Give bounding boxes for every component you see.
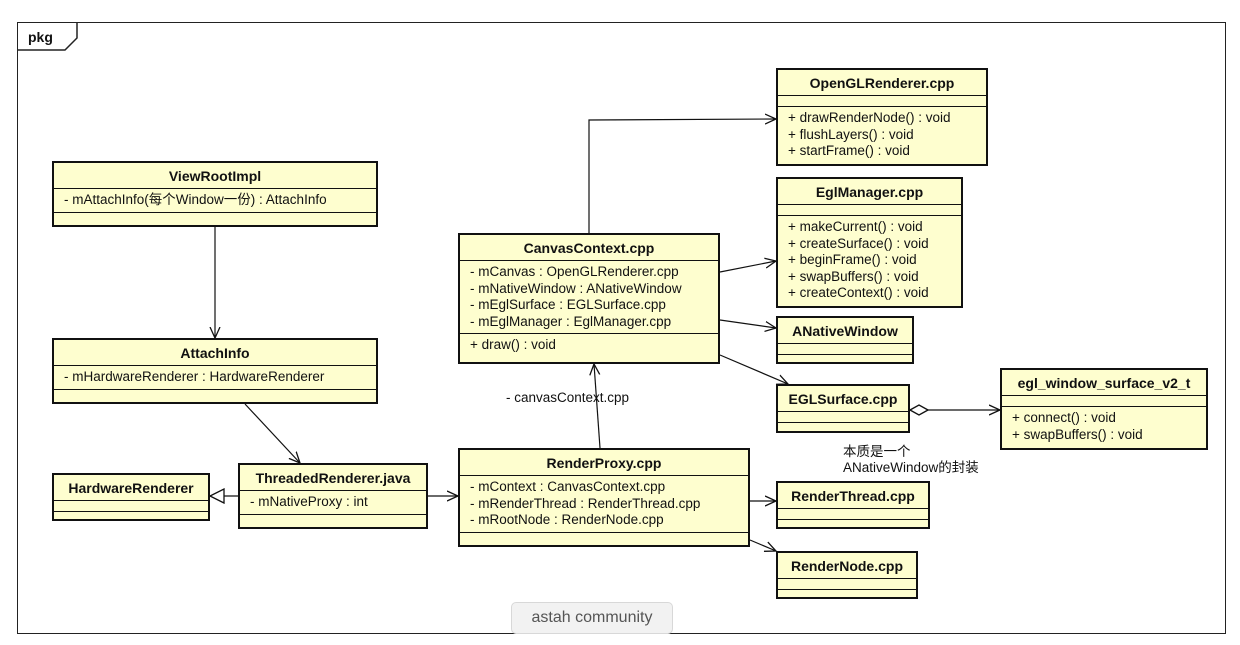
class-name: AttachInfo <box>54 340 376 366</box>
operations-section <box>240 515 426 525</box>
class-openglrenderer: OpenGLRenderer.cpp + drawRenderNode() : … <box>776 68 988 166</box>
operations-section <box>778 423 908 433</box>
class-name: RenderProxy.cpp <box>460 450 748 476</box>
class-name: egl_window_surface_v2_t <box>1002 370 1206 396</box>
operations-section <box>778 355 912 365</box>
operation: + flushLayers() : void <box>788 126 914 142</box>
edge-renderproxy-canvas <box>594 364 601 449</box>
edge-attachinfo-threaded <box>244 403 300 463</box>
operation: + makeCurrent() : void <box>788 219 923 234</box>
operations-section <box>460 533 748 543</box>
association-role-label: - canvasContext.cpp <box>506 390 630 405</box>
class-anativewindow: ANativeWindow <box>776 316 914 364</box>
class-name: RenderNode.cpp <box>778 553 916 579</box>
package-label: pkg <box>28 29 53 45</box>
operations-section <box>778 590 916 600</box>
attributes-section <box>778 412 908 423</box>
operation: + draw() : void <box>470 337 556 352</box>
class-canvascontext: CanvasContext.cpp - mCanvas : OpenGLRend… <box>458 233 720 364</box>
class-name: ANativeWindow <box>778 318 912 344</box>
attributes-section: - mAttachInfo(每个Window一份) : AttachInfo <box>54 189 376 213</box>
operation: + createContext() : void <box>788 285 929 300</box>
operation: + swapBuffers() : void <box>1012 426 1143 442</box>
class-rendernode: RenderNode.cpp <box>776 551 918 599</box>
operation: + connect() : void <box>1012 410 1116 425</box>
attributes-section <box>778 579 916 590</box>
package-tab <box>17 22 78 51</box>
operation: + createSurface() : void <box>788 235 929 251</box>
operations-section <box>54 512 208 522</box>
attributes-section: - mCanvas : OpenGLRenderer.cpp - mNative… <box>460 261 718 334</box>
operations-section <box>54 213 376 223</box>
operation: + beginFrame() : void <box>788 252 917 267</box>
attributes-section <box>778 96 986 107</box>
attribute: - mContext : CanvasContext.cpp <box>470 479 666 494</box>
attribute: - mNativeWindow : ANativeWindow <box>470 280 682 296</box>
class-name: EGLSurface.cpp <box>778 386 908 412</box>
attribute: - mNativeProxy : int <box>250 494 368 509</box>
operations-section: + drawRenderNode() : void + flushLayers(… <box>778 107 986 163</box>
attribute: - mAttachInfo(每个Window一份) : AttachInfo <box>64 192 327 207</box>
edge-canvas-eglsurface <box>719 354 788 384</box>
attributes-section <box>778 205 961 216</box>
class-name: HardwareRenderer <box>54 475 208 501</box>
attribute: - mRenderThread : RenderThread.cpp <box>470 495 701 511</box>
watermark-badge: astah community <box>511 602 673 634</box>
class-renderthread: RenderThread.cpp <box>776 481 930 529</box>
operations-section <box>778 520 928 530</box>
operation: + swapBuffers() : void <box>788 268 919 284</box>
attribute: - mHardwareRenderer : HardwareRenderer <box>64 369 325 384</box>
class-name: ViewRootImpl <box>54 163 376 189</box>
class-eglmanager: EglManager.cpp + makeCurrent() : void + … <box>776 177 963 308</box>
operations-section <box>54 390 376 400</box>
attribute: - mCanvas : OpenGLRenderer.cpp <box>470 264 679 279</box>
class-name: ThreadedRenderer.java <box>240 465 426 491</box>
attribute: - mEglSurface : EGLSurface.cpp <box>470 297 666 312</box>
class-name: RenderThread.cpp <box>778 483 928 509</box>
class-eglsurface: EGLSurface.cpp <box>776 384 910 433</box>
attribute: - mEglManager : EglManager.cpp <box>470 313 672 329</box>
class-hardwarerenderer: HardwareRenderer <box>52 473 210 521</box>
class-name: OpenGLRenderer.cpp <box>778 70 986 96</box>
attributes-section: - mHardwareRenderer : HardwareRenderer <box>54 366 376 390</box>
attributes-section <box>54 501 208 512</box>
attributes-section: - mNativeProxy : int <box>240 491 426 515</box>
edge-canvas-anativewindow <box>719 319 776 328</box>
class-egl-window-surface-v2-t: egl_window_surface_v2_t + connect() : vo… <box>1000 368 1208 450</box>
edge-renderproxy-rendernode <box>749 539 776 551</box>
operation: + startFrame() : void <box>788 143 910 158</box>
eglsurface-note: 本质是一个 ANativeWindow的封装 <box>843 444 979 475</box>
attribute: - mRootNode : RenderNode.cpp <box>470 512 664 527</box>
attributes-section <box>1002 396 1206 407</box>
operations-section: + makeCurrent() : void + createSurface()… <box>778 216 961 305</box>
operations-section: + connect() : void + swapBuffers() : voi… <box>1002 407 1206 446</box>
attributes-section <box>778 509 928 520</box>
class-attachinfo: AttachInfo - mHardwareRenderer : Hardwar… <box>52 338 378 404</box>
operation: + drawRenderNode() : void <box>788 110 951 125</box>
class-name: EglManager.cpp <box>778 179 961 205</box>
class-threadedrenderer: ThreadedRenderer.java - mNativeProxy : i… <box>238 463 428 529</box>
attributes-section: - mContext : CanvasContext.cpp - mRender… <box>460 476 748 533</box>
operations-section: + draw() : void <box>460 334 718 357</box>
class-renderproxy: RenderProxy.cpp - mContext : CanvasConte… <box>458 448 750 547</box>
attributes-section <box>778 344 912 355</box>
class-name: CanvasContext.cpp <box>460 235 718 261</box>
edge-canvas-opengl <box>588 119 776 233</box>
edge-canvas-eglmanager <box>719 261 776 273</box>
class-viewrootimpl: ViewRootImpl - mAttachInfo(每个Window一份) :… <box>52 161 378 227</box>
